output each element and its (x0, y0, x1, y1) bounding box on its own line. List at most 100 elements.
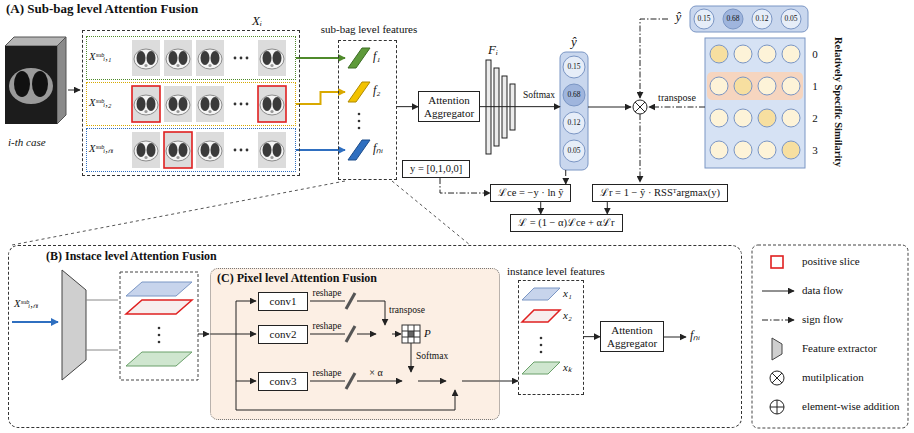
ct-slice (196, 86, 224, 122)
reshape-bar (346, 373, 355, 389)
positive-slice-mark (132, 86, 160, 122)
label-box: y = [0,1,0,0] (402, 160, 470, 178)
data-flow-arrow (397, 106, 418, 107)
text-holder: sign flow (802, 313, 906, 326)
ellipsis-dots (358, 113, 361, 116)
feature-extractor (62, 270, 86, 380)
node-value: 0.68 (719, 15, 747, 24)
loss-box: ℒ = (1 − α)ℒce + αℒr (510, 214, 623, 232)
text-holder: x₂ (563, 309, 583, 322)
data-flow-line (236, 301, 256, 302)
data-flow-arrow (480, 106, 560, 107)
sub-bag-frame: Xˢᵘᵇᵢ,₂ (86, 82, 296, 126)
operation-label: reshape (308, 288, 346, 299)
text-holder: element-wise addition (802, 400, 906, 413)
ct-slice (132, 40, 286, 168)
node-value: 0.12 (560, 119, 588, 128)
math-label: Fᵢ (488, 43, 508, 58)
ct-slice (258, 132, 286, 168)
box-text: Attention Aggregator (604, 324, 660, 349)
text-holder: x₁ (563, 287, 583, 300)
text-holder: xₖ (563, 361, 583, 374)
legend-label: data flow (802, 284, 906, 297)
similarity-grid (782, 77, 800, 95)
attention-matrix (402, 325, 420, 343)
node-value: 0.15 (690, 15, 718, 24)
node-heading: (B) Instace level Attention Fusion (46, 250, 296, 264)
text-holder: Softmax (520, 90, 558, 101)
ct-slice (164, 40, 192, 76)
panel-frame: (B) Instace level Attention Fusion (C) Pi… (8, 245, 742, 428)
node-heading: Xˢᵘᵇᵢ,ₙᵢ (89, 143, 131, 155)
instance-feature-layer (522, 288, 560, 300)
text-holder: Feature extractor (802, 342, 906, 355)
node-value: 0.05 (560, 147, 588, 156)
text-holder: 0.05 (560, 147, 588, 156)
text-holder: Xˢᵘᵇᵢ,ₙᵢ (89, 143, 131, 155)
text-holder: ŷ (671, 10, 686, 25)
multiplication-symbol (772, 373, 782, 383)
similarity-grid (758, 77, 776, 95)
ellipsis-dots (358, 120, 361, 123)
data-flow-line (392, 334, 401, 335)
ct-volume (57, 37, 66, 124)
positive-slice-mark (164, 132, 192, 168)
feature-frame: instance level features (518, 280, 584, 395)
legend-symbol (762, 256, 794, 360)
similarity-grid (734, 109, 752, 127)
node-heading: ŷ (671, 10, 686, 25)
legend-label: element-wise addition (802, 400, 906, 413)
conv-box: conv2 (258, 325, 308, 344)
text-holder: 0 (809, 48, 821, 61)
input-arrow (12, 321, 58, 323)
data-flow-line (236, 334, 256, 335)
box-text: conv3 (266, 375, 300, 388)
text-holder: × α (361, 367, 391, 379)
ellipsis-dots (234, 57, 361, 152)
node-heading: (C) Pixel level Attention Fusion (217, 272, 447, 286)
operation-label: Softmax (416, 351, 456, 362)
ct-volume (5, 37, 66, 124)
similarity-grid (710, 109, 728, 127)
box-text: conv2 (266, 328, 300, 341)
sign-flow-line (640, 19, 668, 98)
similarity-matrix: Relatively Specific Similarity0123 (705, 38, 805, 168)
loss-box: ℒce = −y · ln ŷ (490, 184, 571, 202)
node-heading: ŷ (564, 35, 584, 50)
ct-slice (164, 132, 192, 168)
ct-slice (196, 132, 224, 168)
node-value: 3 (809, 144, 821, 157)
slice-layer (158, 327, 161, 330)
node-value: 2 (809, 112, 821, 125)
feature-bar: f₂ (345, 80, 391, 104)
node-value: 0.15 (560, 63, 588, 72)
reshape-bar (346, 293, 355, 389)
panel-frame: (C) Pixel level Attention Fusion conv1 con… (210, 268, 500, 420)
box-text: conv1 (266, 295, 300, 308)
slice-layer (158, 341, 161, 344)
slice-layer (126, 300, 192, 314)
text-holder: Relatively Specific Similarity (753, 96, 914, 108)
sign-flow-arrow (440, 178, 490, 193)
operation-label: Softmax (520, 90, 558, 101)
similarity-grid (782, 45, 800, 63)
ct-volume (5, 46, 57, 124)
node-value: 0 (809, 48, 821, 61)
node-value: 0.68 (560, 91, 588, 100)
text-holder: Xᵢ (246, 14, 268, 29)
sign-flow-arrow (540, 202, 541, 214)
text-holder: reshape (308, 368, 346, 379)
text-holder: 0.15 (560, 63, 588, 72)
ellipsis-dots (234, 57, 237, 60)
math-label: P (424, 327, 436, 340)
multiplication-symbol (633, 100, 647, 114)
text-holder: f₁ (373, 50, 391, 64)
data-flow-line (236, 390, 455, 410)
similarity-grid (705, 38, 805, 168)
box-text: Attention Aggregator (422, 94, 476, 119)
data-flow-line (664, 337, 686, 338)
slice-layer (158, 334, 161, 337)
extractor-link (86, 300, 118, 350)
data-flow-arrow (68, 90, 80, 91)
